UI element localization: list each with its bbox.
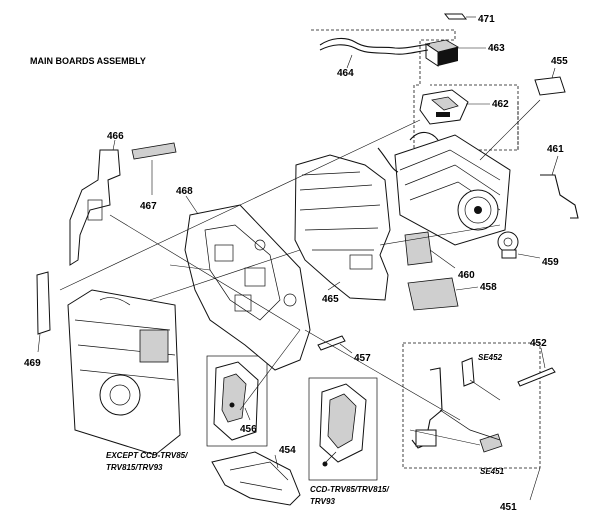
callout-se452: SE452 <box>478 353 503 362</box>
ccd-inset-box <box>308 377 378 481</box>
label-458: 458 <box>480 282 497 293</box>
label-468: 468 <box>176 186 193 197</box>
diagram-title: MAIN BOARDS ASSEMBLY <box>30 56 146 66</box>
label-463: 463 <box>488 43 505 54</box>
ccd-inset-part <box>319 383 367 467</box>
part-468 <box>184 195 311 371</box>
part-461 <box>540 155 579 219</box>
label-460: 460 <box>458 270 475 281</box>
part-458 <box>407 277 479 311</box>
label-459: 459 <box>542 257 559 268</box>
deck-mechanism <box>67 289 181 456</box>
label-464: 464 <box>337 68 354 79</box>
label-465: 465 <box>322 294 339 305</box>
part-463 <box>424 39 486 67</box>
part-466 <box>69 139 121 266</box>
part-467 <box>131 142 177 195</box>
part-se452 <box>461 357 475 387</box>
label-467: 467 <box>140 201 157 212</box>
part-464 <box>319 37 431 69</box>
label-466: 466 <box>107 131 124 142</box>
upper-right-group-outline <box>311 29 519 151</box>
label-455: 455 <box>551 56 568 67</box>
label-462: 462 <box>492 99 509 110</box>
label-454: 454 <box>279 445 296 456</box>
part-452 <box>517 347 556 387</box>
part-459 <box>497 231 541 259</box>
part-455 <box>534 67 566 96</box>
label-452: 452 <box>530 338 547 349</box>
label-457: 457 <box>354 353 371 364</box>
note-except-line1: EXCEPT CCD-TRV85/ <box>106 451 188 460</box>
part-469 <box>36 271 51 353</box>
label-461: 461 <box>547 144 564 155</box>
except-inset-box <box>206 355 268 447</box>
note-ccd-line1: CCD-TRV85/TRV815/ <box>310 485 389 494</box>
lens-block-assembly <box>377 131 511 246</box>
part-471 <box>443 13 476 20</box>
part-462 <box>419 89 490 125</box>
label-469: 469 <box>24 358 41 369</box>
label-456: 456 <box>240 424 257 435</box>
part-457 <box>317 335 353 354</box>
lower-right-group-outline <box>402 342 541 469</box>
part-454 <box>211 451 301 506</box>
leader-lines <box>59 99 541 501</box>
callout-se451: SE451 <box>480 467 505 476</box>
part-465 <box>294 154 391 301</box>
note-ccd-line2: TRV93 <box>310 497 335 506</box>
note-except-line2: TRV815/TRV93 <box>106 463 163 472</box>
part-460 <box>404 231 456 269</box>
label-451: 451 <box>500 502 517 513</box>
lower-right-bracket <box>411 367 501 449</box>
label-471: 471 <box>478 14 495 25</box>
